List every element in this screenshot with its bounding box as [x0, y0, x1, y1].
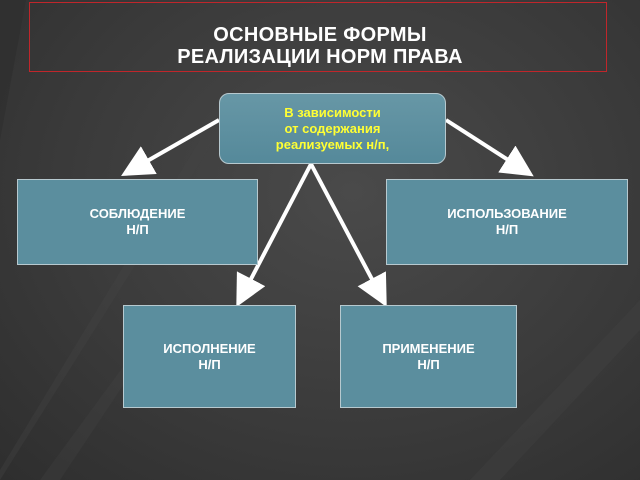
slide-title: ОСНОВНЫЕ ФОРМЫ РЕАЛИЗАЦИИ НОРМ ПРАВА [0, 24, 640, 68]
title-frame [29, 2, 607, 72]
form-apply-box: ПРИМЕНЕНИЕ Н/П [340, 305, 517, 408]
center-line-1: В зависимости [284, 104, 381, 120]
title-line-2: РЕАЛИЗАЦИИ НОРМ ПРАВА [177, 46, 463, 68]
form-observe-box: СОБЛЮДЕНИЕ Н/П [17, 179, 258, 265]
form-use-line-2: Н/П [495, 222, 519, 237]
center-line-3: реализуемых н/п, [275, 136, 390, 152]
form-observe-line-2: Н/П [126, 222, 149, 237]
form-use-box: ИСПОЛЬЗОВАНИЕ Н/П [386, 179, 628, 265]
form-execute-box: ИСПОЛНЕНИЕ Н/П [123, 305, 296, 408]
form-execute-line-2: Н/П [198, 356, 221, 372]
form-execute-line-1: ИСПОЛНЕНИЕ [163, 340, 256, 356]
form-use-line-1: ИСПОЛЬЗОВАНИЕ [447, 206, 567, 221]
title-line-1: ОСНОВНЫЕ ФОРМЫ [213, 24, 427, 46]
center-line-2: от содержания [284, 120, 381, 136]
form-apply-line-2: Н/П [417, 356, 440, 372]
form-observe-line-1: СОБЛЮДЕНИЕ [89, 206, 186, 221]
center-criterion-box: В зависимости от содержания реализуемых … [219, 93, 446, 164]
form-apply-line-1: ПРИМЕНЕНИЕ [382, 340, 475, 356]
